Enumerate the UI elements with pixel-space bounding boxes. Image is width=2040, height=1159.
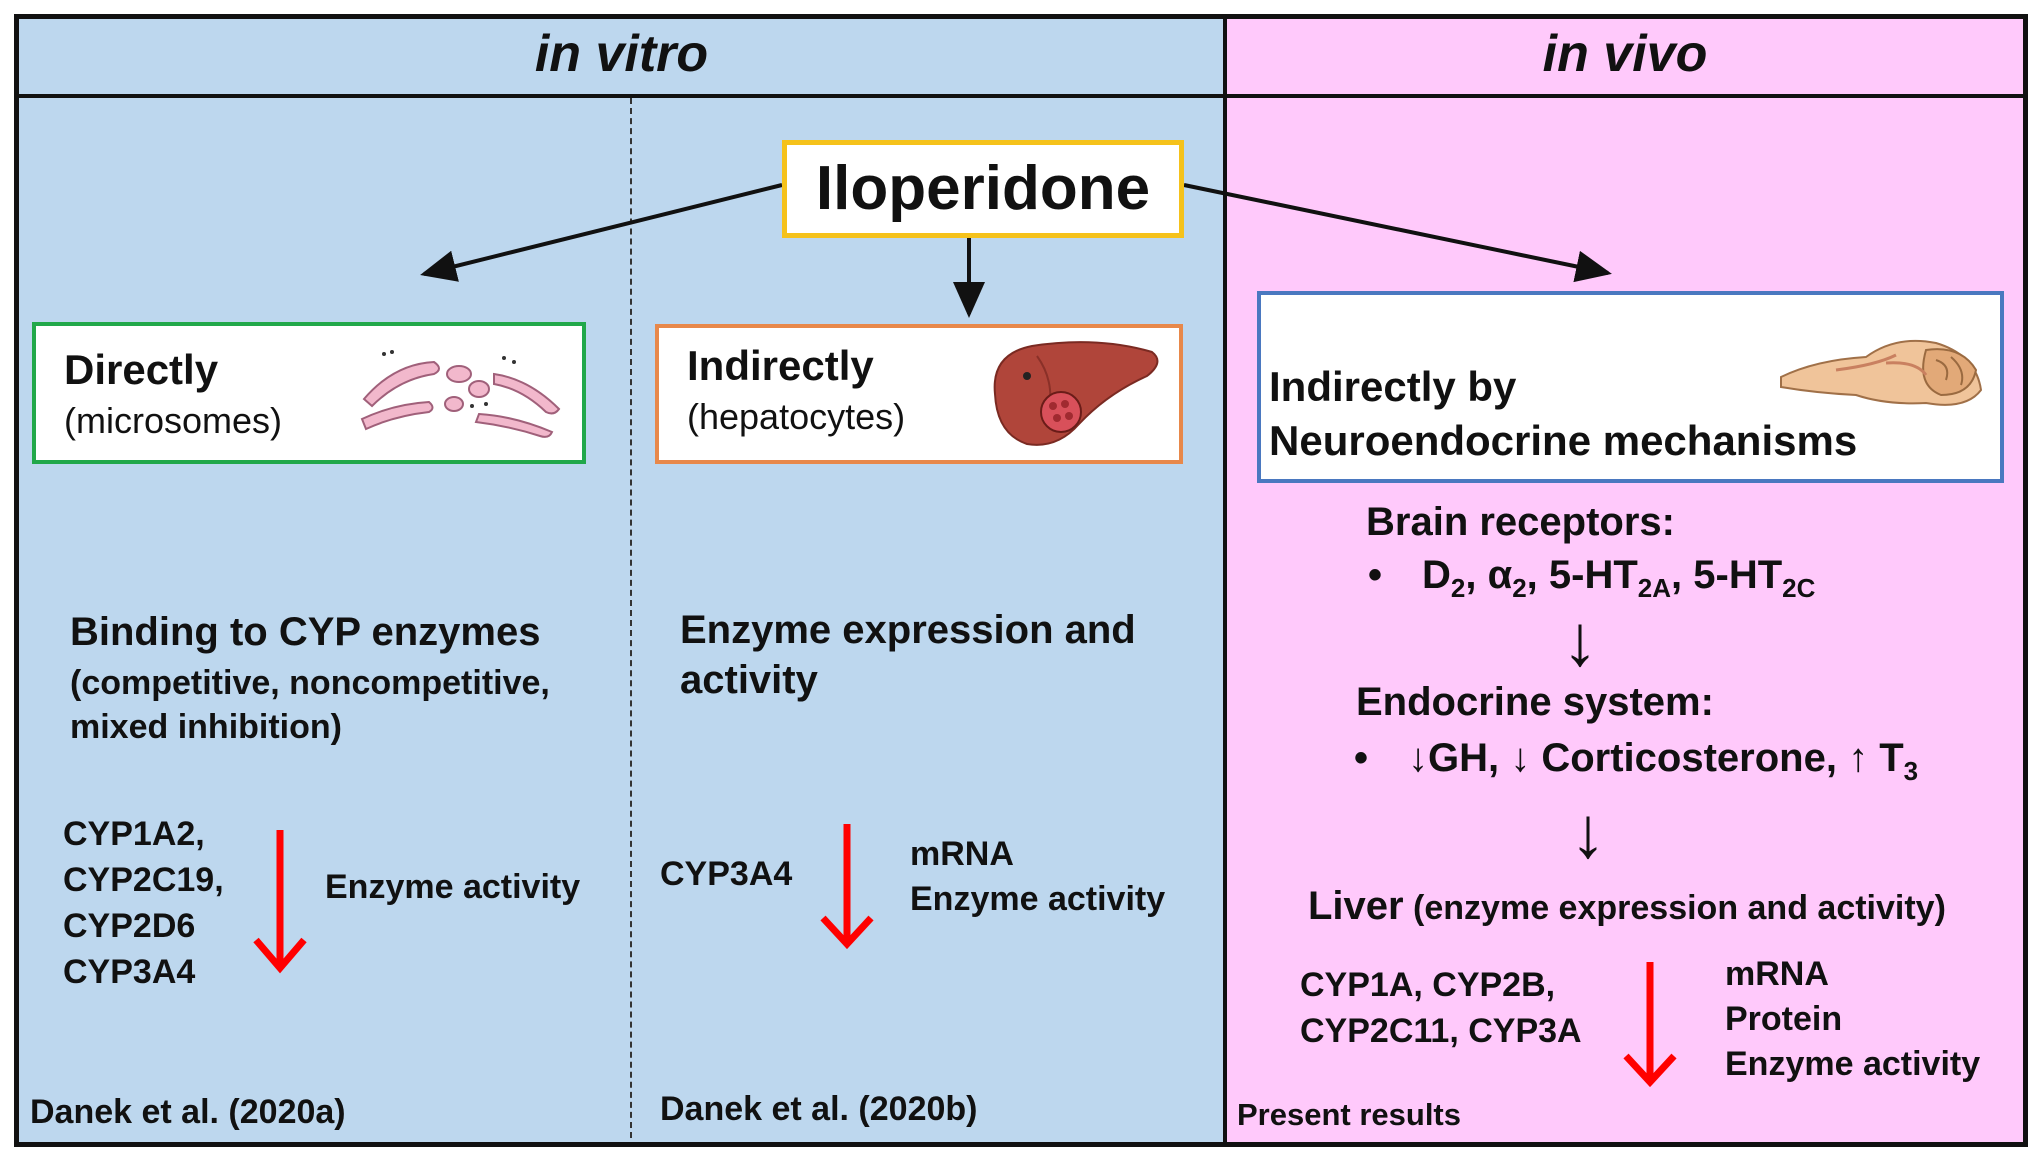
indirect-effect-1: mRNA bbox=[910, 835, 1014, 873]
direct-subtitle: (microsomes) bbox=[64, 400, 283, 441]
drug-box: Iloperidone bbox=[782, 140, 1184, 238]
hormone-gh: ↓GH, bbox=[1408, 736, 1511, 780]
liver-icon bbox=[993, 341, 1159, 446]
in-vivo-panel bbox=[1227, 19, 2023, 1142]
direct-citation: Danek et al. (2020a) bbox=[30, 1093, 346, 1131]
indirect-enzyme: CYP3A4 bbox=[660, 855, 793, 893]
direct-title: Directly bbox=[64, 346, 219, 393]
direct-box: Directly (microsomes) bbox=[32, 322, 586, 464]
in-vivo-header: in vivo bbox=[1542, 25, 1708, 83]
liver-line: Liver (enzyme expression and activity) bbox=[1308, 884, 1946, 929]
receptor-5ht2a: , 5-HT bbox=[1526, 553, 1638, 597]
direct-effect: Enzyme activity bbox=[325, 868, 581, 906]
receptor-5ht2c: , 5-HT bbox=[1671, 553, 1783, 597]
vivo-citation: Present results bbox=[1237, 1097, 1461, 1132]
brain-receptors-label: Brain receptors: bbox=[1366, 500, 1675, 544]
indirect-decrease-arrow bbox=[820, 824, 874, 950]
drug-name: Iloperidone bbox=[815, 154, 1151, 223]
vivo-box: Indirectly by Neuroendocrine mechanisms bbox=[1257, 291, 2004, 483]
dashed-divider bbox=[630, 98, 632, 1138]
endocrine-label: Endocrine system: bbox=[1356, 680, 1714, 724]
header-divider bbox=[19, 94, 2023, 98]
in-vitro-header: in vitro bbox=[534, 25, 709, 83]
vivo-enzymes-line2: CYP2C11, CYP3A bbox=[1300, 1012, 1582, 1050]
down-arrow-2: ↓ bbox=[1570, 793, 1606, 873]
indirect-box: Indirectly (hepatocytes) bbox=[655, 324, 1183, 464]
receptor-5ht2c-sub: 2C bbox=[1782, 573, 1816, 603]
rat-brain-icon bbox=[1780, 339, 1983, 406]
vivo-effect-3: Enzyme activity bbox=[1725, 1045, 1981, 1083]
direct-enzyme-2: CYP2C19, bbox=[63, 861, 224, 899]
vivo-decrease-arrow bbox=[1623, 962, 1677, 1088]
liver-detail: (enzyme expression and activity) bbox=[1403, 889, 1946, 927]
receptors-list: D2, α2, 5-HT2A, 5-HT2C bbox=[1422, 553, 1815, 604]
arrow-to-direct bbox=[420, 183, 783, 282]
direct-enzyme-1: CYP1A2, bbox=[63, 815, 205, 853]
vivo-title-line2: Neuroendocrine mechanisms bbox=[1269, 417, 1858, 464]
indirect-citation: Danek et al. (2020b) bbox=[660, 1090, 978, 1128]
hormone-t3: ↑ T bbox=[1848, 736, 1904, 780]
vivo-title-line1: Indirectly by bbox=[1269, 363, 1517, 410]
receptor-5ht2a-sub: 2A bbox=[1637, 573, 1672, 603]
arrow-to-in-vivo bbox=[1183, 183, 1612, 283]
indirect-effect-2: Enzyme activity bbox=[910, 880, 1166, 918]
down-arrow-1: ↓ bbox=[1562, 601, 1598, 681]
receptor-d: D bbox=[1422, 553, 1451, 597]
indirect-title: Indirectly bbox=[687, 342, 874, 389]
liver-label: Liver bbox=[1308, 884, 1404, 928]
direct-enzyme-3: CYP2D6 bbox=[63, 907, 196, 945]
vivo-effect-1: mRNA bbox=[1725, 955, 1829, 993]
direct-enzyme-4: CYP3A4 bbox=[63, 953, 196, 991]
direct-detail-line1: (competitive, noncompetitive, bbox=[70, 664, 550, 702]
direct-detail-line2: mixed inhibition) bbox=[70, 708, 342, 746]
hormones-list: ↓GH, ↓ Corticosterone, ↑ T3 bbox=[1408, 736, 1918, 787]
receptor-d-sub: 2 bbox=[1450, 573, 1466, 603]
indirect-heading-line2: activity bbox=[680, 658, 818, 702]
receptors-bullet: • bbox=[1368, 553, 1383, 597]
vivo-effect-2: Protein bbox=[1725, 1000, 1843, 1038]
hormones-bullet: • bbox=[1354, 736, 1369, 780]
microsomes-icon bbox=[360, 350, 561, 438]
indirect-subtitle: (hepatocytes) bbox=[687, 396, 906, 437]
receptor-alpha-sub: 2 bbox=[1512, 573, 1527, 603]
receptor-alpha: , α bbox=[1465, 553, 1513, 597]
indirect-heading-line1: Enzyme expression and bbox=[680, 608, 1136, 652]
hormone-corticosterone: ↓ Corticosterone, bbox=[1510, 736, 1849, 780]
hormone-t3-sub: 3 bbox=[1903, 756, 1919, 786]
direct-heading: Binding to CYP enzymes bbox=[70, 610, 541, 654]
vivo-enzymes-line1: CYP1A, CYP2B, bbox=[1300, 966, 1556, 1004]
direct-decrease-arrow bbox=[253, 830, 307, 974]
panel-divider bbox=[1223, 19, 1227, 1142]
